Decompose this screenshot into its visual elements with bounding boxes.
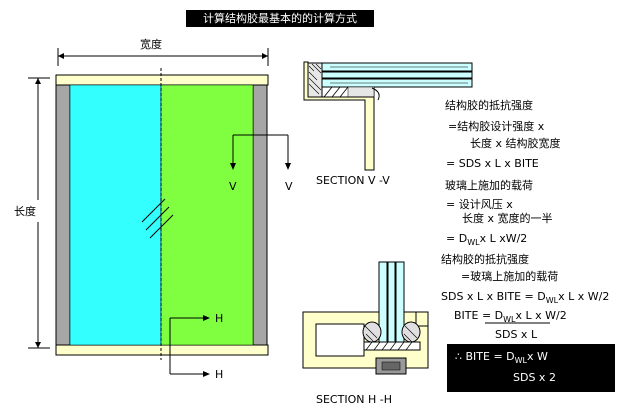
result-denominator: SDS x 2 xyxy=(513,371,556,384)
section-v-cut xyxy=(230,134,291,170)
right-mullion xyxy=(252,84,268,346)
glass-right xyxy=(160,84,254,346)
v-label-right: V xyxy=(285,180,293,193)
glass-left xyxy=(69,84,162,346)
length-label: 长度 xyxy=(14,205,36,218)
top-frame xyxy=(55,74,269,86)
formula-line-8: = DWLx L xW/2 xyxy=(446,232,528,247)
width-dimension xyxy=(57,48,269,66)
bottom-frame xyxy=(55,344,269,356)
formula-line-4: = SDS x L x BITE xyxy=(446,157,539,170)
section-h-detail xyxy=(302,261,429,375)
result-numerator: ∴ BITE = DWLx W xyxy=(455,350,548,365)
formula-line-3: 长度 x 结构胶宽度 xyxy=(470,137,561,150)
formula-line-10: =玻璃上施加的载荷 xyxy=(461,270,559,283)
formula-line-13: SDS x L xyxy=(495,328,538,341)
left-mullion xyxy=(55,84,71,346)
section-v-label: SECTION V -V xyxy=(316,174,390,187)
formula-line-6: = 设计风压 x xyxy=(446,198,513,211)
formula-line-2: =结构胶设计强度 x xyxy=(448,120,545,133)
formula-line-9: 结构胶的抵抗强度 xyxy=(441,253,529,266)
section-v-detail xyxy=(303,61,473,171)
section-h-label: SECTION H -H xyxy=(316,393,392,406)
h-label-bottom: H xyxy=(215,368,224,381)
page-title: 计算结构胶最基本的的计算方式 xyxy=(186,10,374,27)
h-label-top: H xyxy=(215,312,224,325)
length-dimension xyxy=(28,77,50,349)
width-label: 宽度 xyxy=(140,38,162,51)
formula-line-5: 玻璃上施加的载荷 xyxy=(445,179,533,192)
section-h-cut xyxy=(169,315,210,377)
formula-line-7: 长度 x 宽度的一半 xyxy=(462,212,553,225)
formula-line-11: SDS x L x BITE = DWLx L x W/2 xyxy=(441,290,610,305)
result-box xyxy=(447,344,615,392)
formula-line-12: BITE = DWLx L x W/2 xyxy=(454,309,567,324)
glass-hatch xyxy=(141,198,174,239)
formula-line-1: 结构胶的抵抗强度 xyxy=(445,99,533,112)
v-label-left: V xyxy=(229,180,237,193)
